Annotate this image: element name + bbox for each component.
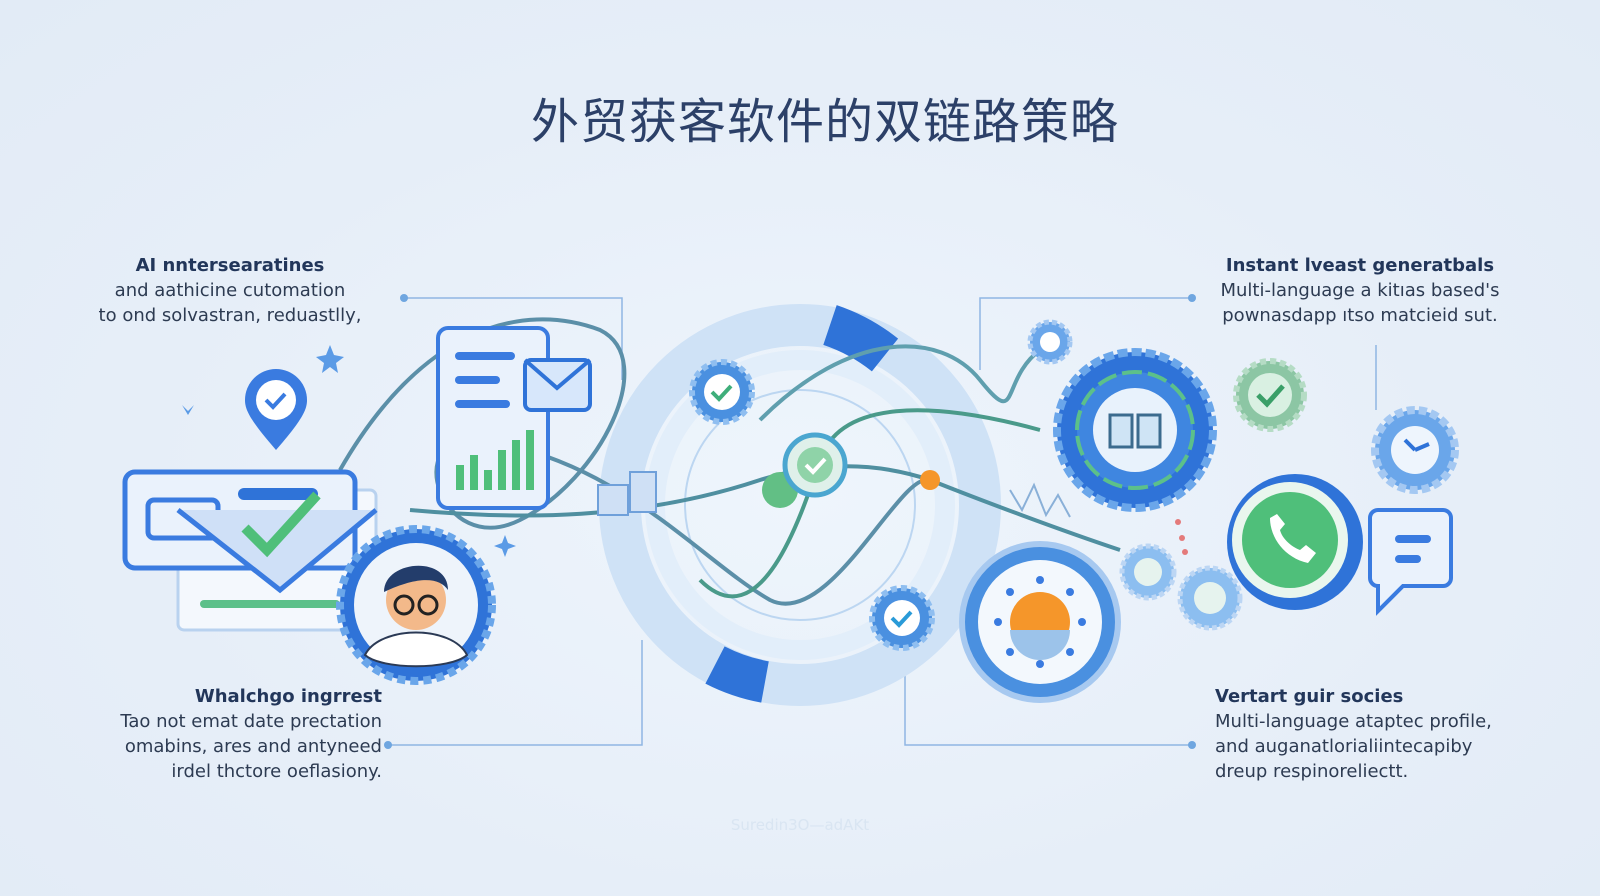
email-check-icon	[122, 469, 378, 632]
whatsapp-icon	[1227, 474, 1363, 610]
page-title: 外贸获客软件的双链路策略	[530, 94, 1119, 150]
feature-heading: Instant lveast generatbals	[1225, 255, 1495, 276]
analytics-document-icon	[436, 326, 592, 510]
clock-gear-icon	[1371, 406, 1459, 494]
feature-block-bottom-left: Whalchgo ingrrest Tao not emat date prec…	[72, 684, 382, 784]
small-document-icons	[597, 471, 657, 516]
small-gear-icons	[1119, 543, 1243, 631]
hub-node	[920, 470, 940, 490]
zigzag-line	[1009, 482, 1071, 518]
global-stars-badge	[959, 541, 1121, 703]
feature-text: and aathicine cutomation	[114, 280, 346, 301]
watermark: Suredin3O—adAKt	[730, 816, 870, 834]
check-gear-icon	[869, 585, 935, 651]
feature-text: to ond solvastran, reduastlly,	[98, 305, 362, 326]
feature-text: dreup respinoreliectt.	[1215, 761, 1409, 782]
feature-text: and auganatlorialiintecapiby	[1215, 736, 1473, 757]
feature-heading: Vertart guir socies	[1215, 686, 1404, 707]
dotted-trail	[1175, 519, 1188, 555]
feature-text: Multi-language a kitıas based's	[1220, 280, 1500, 301]
check-shield-gear-icon	[1233, 358, 1307, 432]
feature-text: pownasdapp ıtso matcieid sut.	[1222, 305, 1498, 326]
feature-text: Tao not emat date prectation	[120, 711, 382, 732]
feature-block-top-right: Instant lveast generatbals Multi-languag…	[1195, 253, 1525, 328]
center-check-badge	[782, 432, 848, 498]
feature-block-bottom-right: Vertart guir socies Multi-language atapt…	[1215, 684, 1535, 784]
connector-dots	[384, 294, 1196, 749]
feature-heading: Whalchgo ingrrest	[194, 686, 382, 707]
sparkle-icons	[182, 345, 516, 557]
location-pin-check-icon	[245, 369, 307, 450]
feature-text: omabins, ares and antyneed	[124, 736, 382, 757]
book-gear-icon	[1053, 348, 1217, 512]
avatar-gear	[336, 525, 496, 685]
feature-heading: AI nntersearatines	[135, 255, 325, 276]
chat-bubble-icon	[1368, 508, 1453, 616]
feature-text: Multi-language ataptec profile,	[1215, 711, 1492, 732]
feature-text: irdel thctore oeflasiony.	[171, 761, 382, 782]
connector-lines	[388, 297, 1377, 746]
feature-block-top-left: AI nntersearatines and aathicine cutomat…	[80, 253, 380, 328]
small-gear-icon	[1027, 319, 1073, 365]
check-gear-icon	[689, 359, 755, 425]
